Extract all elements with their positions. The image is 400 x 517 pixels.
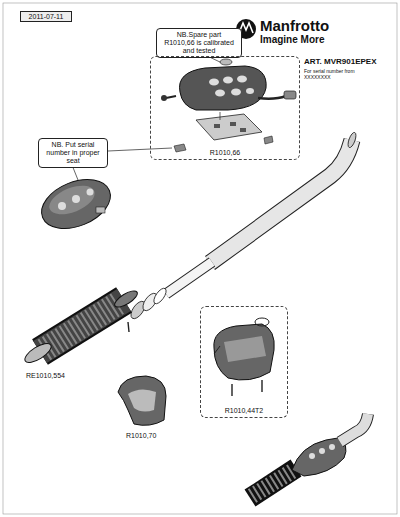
leader-line (108, 148, 172, 151)
circuit-board (174, 112, 273, 152)
node-text: R1010,66 (151, 149, 299, 156)
node-text: NB.Spare part R1010,66 is calibrated and… (161, 31, 237, 55)
date-box: 2011-07-11 (20, 11, 72, 22)
node-text: 2011-07-11 (24, 13, 68, 20)
brand-name: Manfrotto (260, 17, 329, 34)
node-text-run: R1010,66 (208, 149, 242, 156)
assembled-handle (250, 414, 368, 498)
node-text: R1010,44T2 (201, 407, 287, 414)
clamp-cover (118, 376, 166, 425)
serial-note: For serial number from XXXXXXXX (304, 69, 364, 81)
part-number: R1010,70 (126, 432, 156, 440)
part-number: RE1010,554 (26, 372, 65, 380)
part-group: R1010,66 (150, 56, 300, 160)
node-text-run: R1010,44T2 (223, 407, 266, 414)
article-number: ART. MVR901EPEX (304, 57, 376, 66)
lower-housing (214, 318, 274, 396)
part-group: R1010,44T2 (200, 306, 288, 418)
brand-slogan: Imagine More (260, 34, 324, 46)
page-frame (3, 3, 397, 514)
tube (166, 131, 358, 294)
serial-controller (34, 170, 117, 238)
node-text: NB. Put serial number in proper seat (43, 141, 103, 165)
note-box: NB.Spare part R1010,66 is calibrated and… (156, 28, 242, 58)
note-box: NB. Put serial number in proper seat (38, 138, 108, 168)
grip (22, 288, 140, 366)
controller-housing (161, 59, 296, 110)
